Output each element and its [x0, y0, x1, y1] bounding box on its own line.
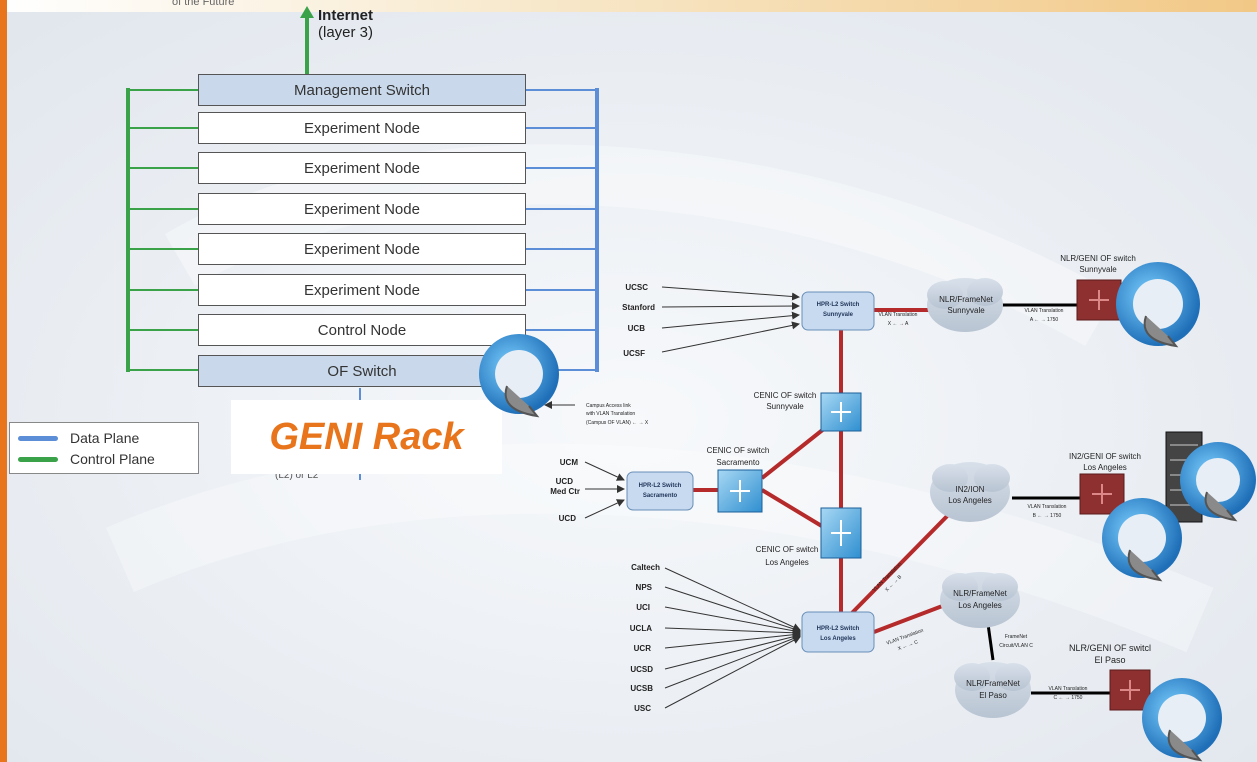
svg-text:HPR-L2 Switch: HPR-L2 Switch: [639, 483, 682, 489]
site-label: Stanford: [622, 303, 655, 312]
svg-text:Los Angeles: Los Angeles: [1083, 463, 1127, 472]
experiment-node: Experiment Node: [198, 274, 526, 306]
vlan-label: VLAN Translation: [1049, 686, 1088, 692]
management-switch: Management Switch: [198, 74, 526, 106]
svg-text:El Paso: El Paso: [979, 691, 1007, 700]
svg-text:NLR/FrameNet: NLR/FrameNet: [939, 295, 994, 304]
framenet-label: Circuit/VLAN C: [999, 643, 1033, 649]
site-label: UCD: [559, 514, 577, 523]
site-label: UCLA: [630, 624, 652, 633]
svg-text:CENIC OF switch: CENIC OF switch: [754, 391, 817, 400]
svg-text:CENIC OF switch: CENIC OF switch: [756, 545, 819, 554]
site-label: UCM: [560, 458, 579, 467]
vlan-label: VLAN Translation: [879, 312, 918, 318]
svg-text:(Campus OF VLAN) ← → X: (Campus OF VLAN) ← → X: [586, 420, 649, 426]
control-node: Control Node: [198, 314, 526, 346]
site-label: NPS: [636, 583, 653, 592]
cloud-nlr-sunnyvale: NLR/FrameNet Sunnyvale: [927, 278, 1003, 332]
internet-label: Internet (layer 3): [318, 7, 373, 41]
site-label: UCI: [636, 603, 650, 612]
cenic-switch-sunnyvale: CENIC OF switch Sunnyvale: [754, 391, 862, 432]
hidden-rack-label: (L2) or L2: [275, 470, 319, 481]
svg-text:Los Angeles: Los Angeles: [765, 558, 809, 567]
legend: Data Plane Control Plane: [9, 422, 199, 474]
site-label: Caltech: [631, 563, 660, 572]
site-label: UCB: [628, 324, 646, 333]
vlan-label: X ← → A: [888, 321, 909, 327]
svg-text:NLR/GENI OF switcl: NLR/GENI OF switcl: [1069, 643, 1151, 653]
site-label: UCR: [634, 644, 652, 653]
experiment-node: Experiment Node: [198, 233, 526, 265]
svg-text:Sacramento: Sacramento: [716, 458, 760, 467]
geni-logo-icon: [1180, 442, 1256, 522]
svg-text:with VLAN Translation: with VLAN Translation: [586, 411, 635, 417]
data-plane-swatch: [18, 435, 58, 441]
legend-control-plane: Control Plane: [18, 451, 155, 467]
framenet-label: FrameNet: [1005, 634, 1028, 640]
svg-text:Sunnyvale: Sunnyvale: [947, 306, 985, 315]
cloud-nlr-los-angeles: NLR/FrameNet Los Angeles: [940, 572, 1020, 628]
svg-text:Campus Access link: Campus Access link: [586, 403, 631, 409]
legend-control-plane-label: Control Plane: [70, 451, 155, 467]
svg-text:CENIC OF switch: CENIC OF switch: [707, 446, 770, 455]
svg-text:Sacramento: Sacramento: [643, 493, 678, 499]
cloud-nlr-el-paso: NLR/FrameNet El Paso: [954, 662, 1031, 718]
hpr-switch-los-angeles: HPR-L2 Switch Los Angeles: [801, 611, 875, 653]
vlan-label: A ← → 1750: [1030, 317, 1059, 323]
internet-subtitle: (layer 3): [318, 24, 374, 41]
vlan-label: B ← → 1750: [1033, 513, 1062, 519]
site-label: Med Ctr: [550, 487, 580, 496]
clipped-title-text: of the Future: [172, 0, 235, 8]
site-label: UCSF: [623, 349, 645, 358]
title-strip: [0, 0, 1257, 12]
cenic-switch-sacramento: CENIC OF switch Sacramento: [707, 446, 770, 513]
site-label: UCSD: [630, 665, 653, 674]
svg-text:IN2/ION: IN2/ION: [956, 485, 985, 494]
svg-text:Sunnyvale: Sunnyvale: [823, 312, 854, 318]
svg-text:NLR/GENI OF switch: NLR/GENI OF switch: [1060, 254, 1136, 263]
geni-rack-label: GENI Rack: [231, 400, 502, 474]
geni-logo-icon: [1116, 262, 1200, 348]
vlan-label: C ← → 1750: [1054, 695, 1083, 701]
geni-logo-icon: [1142, 678, 1222, 762]
geni-logo-icon: [479, 334, 559, 418]
svg-text:Sunnyvale: Sunnyvale: [1079, 265, 1117, 274]
svg-text:El Paso: El Paso: [1094, 655, 1125, 665]
svg-text:IN2/GENI OF switch: IN2/GENI OF switch: [1069, 452, 1141, 461]
svg-text:Sunnyvale: Sunnyvale: [766, 402, 804, 411]
nlr-geni-switch-sunnyvale: NLR/GENI OF switch Sunnyvale: [1060, 254, 1136, 321]
site-label: UCSC: [625, 283, 648, 292]
legend-data-plane: Data Plane: [18, 430, 139, 446]
svg-text:HPR-L2 Switch: HPR-L2 Switch: [817, 626, 860, 632]
hpr-switch-sunnyvale: HPR-L2 Switch Sunnyvale: [801, 291, 875, 331]
svg-text:HPR-L2 Switch: HPR-L2 Switch: [817, 302, 860, 308]
site-label: USC: [634, 704, 651, 713]
cenic-switch-los-angeles: CENIC OF switch Los Angeles: [756, 507, 862, 567]
svg-text:NLR/FrameNet: NLR/FrameNet: [966, 679, 1021, 688]
vlan-label: VLAN Translation: [1028, 504, 1067, 510]
vlan-label: VLAN Translation: [1025, 308, 1064, 314]
site-label: UCD: [556, 477, 574, 486]
nlr-geni-switch-el-paso: NLR/GENI OF switcl El Paso: [1069, 643, 1151, 711]
internet-title: Internet: [318, 7, 374, 24]
svg-text:Los Angeles: Los Angeles: [820, 636, 856, 642]
hpr-switch-sacramento: HPR-L2 Switch Sacramento: [626, 471, 694, 511]
control-plane-swatch: [18, 456, 58, 462]
accent-bar: [0, 0, 7, 762]
experiment-node: Experiment Node: [198, 152, 526, 184]
experiment-node: Experiment Node: [198, 112, 526, 144]
experiment-node: Experiment Node: [198, 193, 526, 225]
geni-logo-icon: [1102, 498, 1182, 582]
of-switch: OF Switch: [198, 355, 526, 387]
arrow-up-icon: [300, 6, 314, 18]
svg-text:NLR/FrameNet: NLR/FrameNet: [953, 589, 1008, 598]
svg-text:Los Angeles: Los Angeles: [948, 496, 992, 505]
site-label: UCSB: [630, 684, 653, 693]
svg-text:Los Angeles: Los Angeles: [958, 601, 1002, 610]
cloud-in2-ion: IN2/ION Los Angeles: [930, 462, 1010, 522]
campus-access-label: Campus Access link with VLAN Translation…: [586, 403, 649, 426]
legend-data-plane-label: Data Plane: [70, 430, 140, 446]
